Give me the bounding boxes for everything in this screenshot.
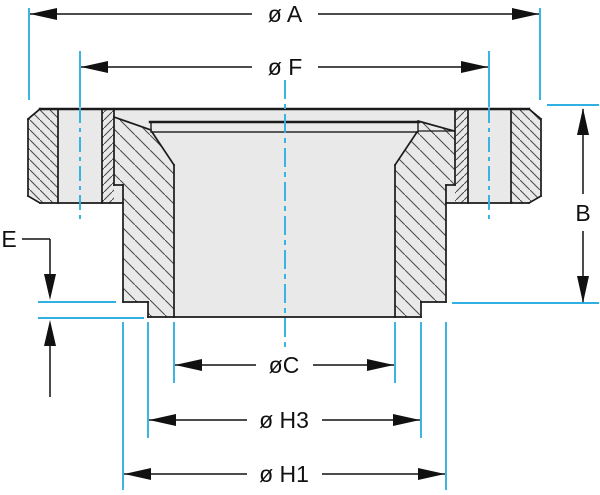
arrowhead-down bbox=[44, 274, 56, 300]
chamfer-bottom-right bbox=[527, 194, 543, 205]
arrowhead-up bbox=[44, 320, 56, 346]
arrowhead-left bbox=[30, 8, 57, 20]
dimension-c: øC bbox=[175, 352, 394, 378]
arrowhead-right bbox=[393, 414, 420, 426]
bore-chamfer-left bbox=[150, 130, 176, 167]
chamfer-top-right bbox=[527, 107, 543, 121]
dimension-f: ø F bbox=[81, 54, 488, 80]
chamfer-bottom-left bbox=[26, 194, 42, 205]
arrowhead-down bbox=[577, 276, 589, 303]
dim-e-label: E bbox=[1, 226, 16, 252]
arrowhead-up bbox=[577, 108, 589, 135]
arrowhead-right bbox=[418, 468, 445, 480]
hatch-outer-right bbox=[511, 109, 541, 203]
dimension-b: B bbox=[575, 108, 591, 303]
hatch-hub-right bbox=[395, 121, 455, 317]
arrowhead-left bbox=[124, 468, 151, 480]
arrowhead-left bbox=[175, 359, 202, 371]
arrowhead-left bbox=[149, 414, 176, 426]
dimension-e: E bbox=[1, 226, 56, 397]
hatch-hub-left bbox=[114, 117, 174, 317]
part-outline bbox=[26, 107, 543, 318]
hatch-outer-left bbox=[28, 109, 58, 203]
dim-b-label: B bbox=[575, 200, 590, 226]
dim-f-label: ø F bbox=[268, 54, 303, 80]
groove-taper-right bbox=[416, 119, 456, 133]
dimension-h1: ø H1 bbox=[124, 461, 445, 487]
arrowhead-right bbox=[461, 61, 488, 73]
chamfer-top-left bbox=[26, 107, 42, 121]
dimension-h3: ø H3 bbox=[149, 407, 420, 433]
section-hatching bbox=[28, 109, 541, 317]
dimension-a: ø A bbox=[30, 1, 539, 27]
dim-h1-label: ø H1 bbox=[259, 461, 309, 487]
hub-fill bbox=[114, 109, 455, 317]
arrowhead-right bbox=[367, 359, 394, 371]
bore-chamfer-right bbox=[393, 130, 419, 167]
arrowhead-right bbox=[512, 8, 539, 20]
dim-h3-label: ø H3 bbox=[259, 407, 309, 433]
dim-a-label: ø A bbox=[268, 1, 303, 27]
hatch-strip-left bbox=[102, 109, 114, 203]
groove-taper-left bbox=[112, 115, 153, 132]
hatch-strip-right bbox=[455, 109, 468, 203]
arrowhead-left bbox=[81, 61, 108, 73]
dim-c-label: øC bbox=[269, 352, 300, 378]
extension-lines bbox=[28, 8, 599, 490]
